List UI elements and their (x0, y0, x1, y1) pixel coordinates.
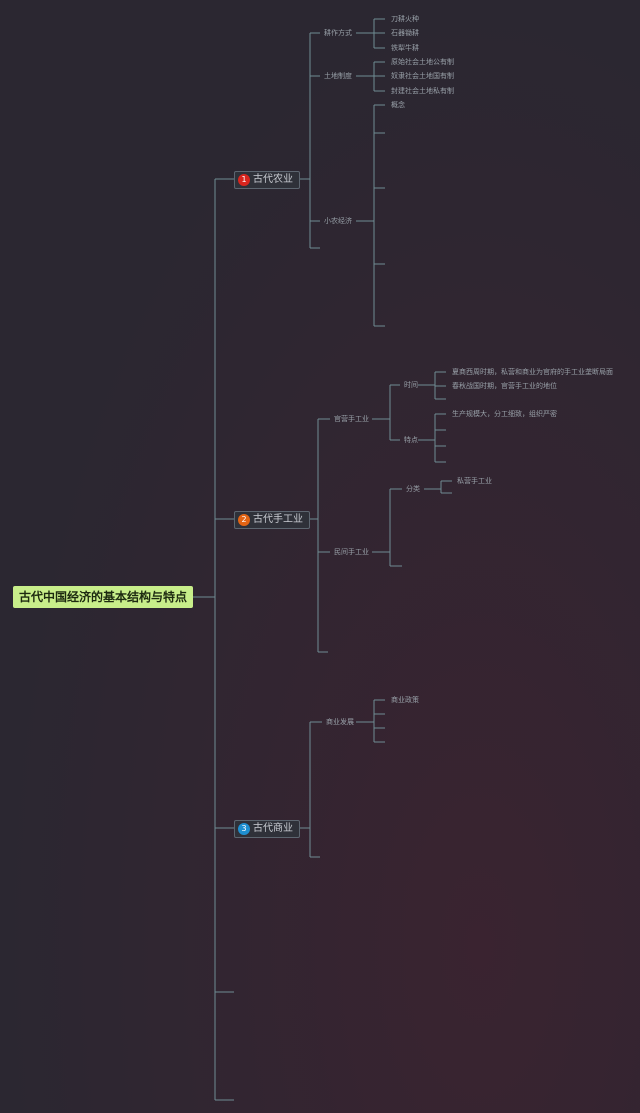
number-one-icon: 1 (238, 174, 250, 186)
node-official-feature-item[interactable]: 生产规模大，分工细致，组织严密 (452, 410, 557, 418)
node-official-time-item[interactable]: 夏商西周时期，私营和商业为官府的手工业垄断局面 (452, 368, 613, 376)
node-commerce-development[interactable]: 商业发展 (326, 718, 354, 726)
node-official-feature[interactable]: 特点 (404, 436, 418, 444)
number-three-icon: 3 (238, 823, 250, 835)
number-two-icon: 2 (238, 514, 250, 526)
node-private-category[interactable]: 分类 (406, 485, 420, 493)
branch-commerce[interactable]: 3 古代商业 (234, 820, 300, 838)
node-private-category-item[interactable]: 私营手工业 (457, 477, 492, 485)
node-small-farming[interactable]: 小农经济 (324, 217, 352, 225)
node-land-item[interactable]: 封建社会土地私有制 (391, 87, 454, 95)
node-farming-item[interactable]: 铁犁牛耕 (391, 44, 419, 52)
node-official-handicraft[interactable]: 官营手工业 (334, 415, 369, 423)
node-private-handicraft[interactable]: 民间手工业 (334, 548, 369, 556)
node-small-farming-concept[interactable]: 概念 (391, 101, 405, 109)
branch-agriculture[interactable]: 1 古代农业 (234, 171, 300, 189)
node-farming-method[interactable]: 耕作方式 (324, 29, 352, 37)
node-official-time[interactable]: 时间 (404, 381, 418, 389)
node-land-system[interactable]: 土地制度 (324, 72, 352, 80)
branch-handicraft-label: 古代手工业 (253, 514, 303, 525)
node-farming-item[interactable]: 石器锄耕 (391, 29, 419, 37)
branch-agriculture-label: 古代农业 (253, 174, 293, 185)
node-commerce-item[interactable]: 商业政策 (391, 696, 419, 704)
root-topic[interactable]: 古代中国经济的基本结构与特点 (13, 586, 194, 608)
branch-commerce-label: 古代商业 (253, 823, 293, 834)
node-land-item[interactable]: 奴隶社会土地国有制 (391, 72, 454, 80)
node-official-time-item[interactable]: 春秋战国时期，官营手工业的地位 (452, 382, 557, 390)
node-farming-item[interactable]: 刀耕火种 (391, 15, 419, 23)
node-land-item[interactable]: 原始社会土地公有制 (391, 58, 454, 66)
branch-handicraft[interactable]: 2 古代手工业 (234, 511, 310, 529)
